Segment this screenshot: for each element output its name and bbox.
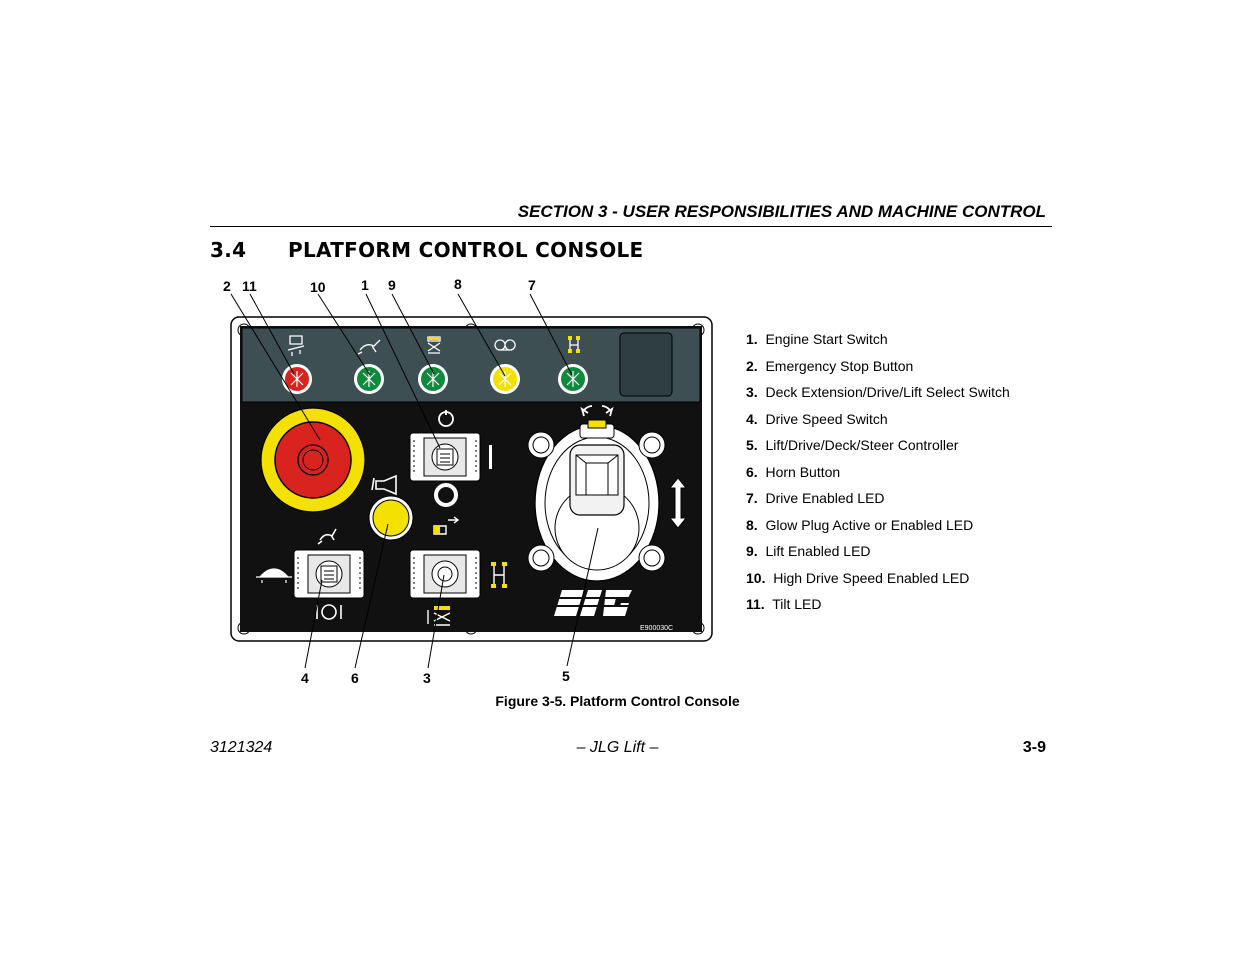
rabbit-icon [357,339,381,355]
legend-item: 6. Horn Button [746,463,841,480]
led-tilt [282,364,312,394]
legend-item: 3. Deck Extension/Drive/Lift Select Swit… [746,384,1010,400]
legend-item: 7. Drive Enabled LED [746,490,885,506]
turtle-icon [256,568,292,583]
horn-button[interactable] [368,495,414,541]
steer-arrows-icon [580,405,614,417]
rabbit-icon [317,528,337,545]
callout-11: 11 [242,278,257,294]
drive-icon [493,564,505,586]
emergency-stop-button[interactable] [260,407,366,513]
legend-list: 1. Engine Start Switch 2. Emergency Stop… [746,331,1010,623]
section-title-text: PLATFORM CONTROL CONSOLE [288,238,644,262]
legend-item: 4. Drive Speed Switch [746,410,888,427]
label-window [619,332,673,397]
callout-2: 2 [223,278,231,294]
section-header: SECTION 3 - USER RESPONSIBILITIES AND MA… [517,202,1046,221]
legend-item: 10. High Drive Speed Enabled LED [746,569,970,586]
lift-drive-deck-steer-controller[interactable] [534,419,660,582]
start-icon [438,410,454,427]
led-lift-enabled [418,364,448,394]
deck-drive-lift-select-switch[interactable] [409,549,481,599]
on-mark-icon [489,445,492,469]
drive-speed-switch[interactable] [293,549,365,599]
header-rule [210,226,1052,227]
figure-caption: Figure 3-5. Platform Control Console [495,693,740,709]
callout-9: 9 [388,277,396,293]
led-high-drive-speed [354,364,384,394]
controller-knob [527,431,666,572]
drawing-code: E900030C [640,625,673,632]
legend-item: 2. Emergency Stop Button [746,357,914,374]
legend-item: 8. Glow Plug Active or Enabled LED [746,516,974,533]
footer-doc-number: 3121324 [210,739,273,756]
callout-3: 3 [423,670,431,686]
callout-4: 4 [301,670,309,686]
lift-icon [427,336,441,354]
callout-6: 6 [351,670,359,686]
glow-plug-icon [494,339,516,351]
legend-item: 5. Lift/Drive/Deck/Steer Controller [746,437,959,453]
leader-lines [230,293,599,669]
up-down-arrow-icon [668,477,688,529]
callout-10: 10 [310,279,326,295]
callout-8: 8 [454,276,462,292]
jlg-logo [552,590,646,616]
callout-7: 7 [528,277,536,293]
horn-icon [371,474,397,496]
section-number: 3.4 [210,238,247,262]
legend-item: 9. Lift Enabled LED [746,543,871,559]
off-mark-icon [434,483,458,507]
engine-start-switch[interactable] [409,432,481,482]
led-glow-plug [490,364,520,394]
footer-center-title: – JLG Lift – [576,739,659,756]
callout-5: 5 [562,668,570,684]
callout-1: 1 [361,277,369,293]
legend-item: 11. Tilt LED [746,596,822,612]
footer-page-number: 3-9 [1022,739,1046,756]
legend-item: 1. Engine Start Switch [746,331,888,347]
led-drive-enabled [558,364,588,394]
tilt-icon [287,335,305,356]
section-title: 3.4 PLATFORM CONTROL CONSOLE [210,238,644,262]
